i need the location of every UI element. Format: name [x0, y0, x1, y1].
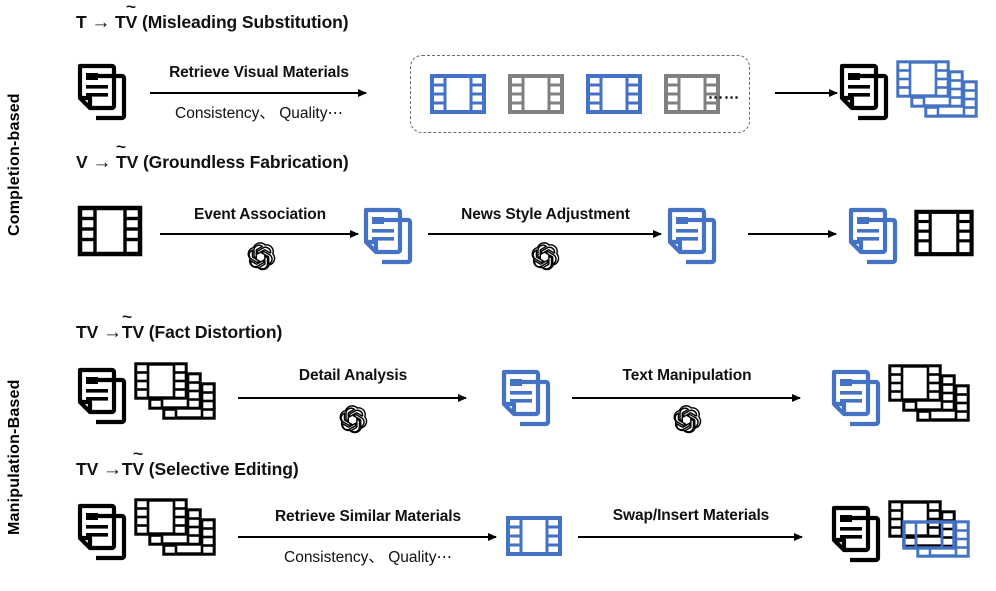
edge-text-manipulation: Text Manipulation: [572, 367, 802, 386]
openai-icon: [338, 404, 368, 434]
edge-retrieve-similar-materials: Retrieve Similar Materials: [238, 508, 498, 527]
edge-arrow: [572, 397, 800, 399]
row-title-arrow-icon: →: [102, 322, 122, 343]
row-title-suffix: (Groundless Fabrication): [142, 152, 349, 172]
edge-arrow: [238, 397, 466, 399]
edge-sublabel-wrap: Consistency、 Quality⋯: [150, 98, 368, 123]
openai-icon: [246, 241, 276, 271]
edge-label: Retrieve Similar Materials: [274, 508, 462, 525]
candidate-pool-ellipsis: ⋯⋯: [708, 89, 740, 106]
edge-label: Event Association: [193, 206, 327, 223]
film-blue-icon: [586, 74, 642, 114]
row-title-tilde-symbol: V: [132, 459, 144, 480]
edge-arrow: [775, 92, 837, 94]
doc-stack-black-icon: [74, 366, 136, 430]
row-title-arrow-icon: →: [92, 152, 112, 173]
film-stack-black-icon: [888, 364, 980, 426]
row-title-arrow-icon: →: [102, 459, 122, 480]
edge-retrieve-visual-materials: Retrieve Visual Materials: [150, 64, 368, 83]
row-title-prefix: TV: [76, 322, 99, 342]
film-stack-black-blue-icon: [888, 500, 980, 562]
doc-stack-black-icon: [836, 62, 898, 126]
edge-arrow: [238, 536, 496, 538]
openai-icon: [530, 241, 560, 271]
row-title-suffix: (Selective Editing): [148, 459, 299, 479]
film-black-icon: [913, 209, 975, 257]
film-blue-icon: [430, 74, 486, 114]
edge-label: Detail Analysis: [298, 367, 408, 384]
film-grey-icon: [508, 74, 564, 114]
edge-detail-analysis: Detail Analysis: [238, 367, 468, 386]
row-title-prefix: V: [76, 152, 88, 172]
doc-stack-blue-icon: [664, 206, 726, 270]
edge-label: Retrieve Visual Materials: [169, 64, 349, 81]
doc-stack-black-icon: [74, 62, 136, 126]
edge-arrow: [578, 536, 802, 538]
row-title-tilde-symbol: T: [122, 322, 133, 343]
edge-swap-insert-materials: Swap/Insert Materials: [578, 507, 804, 526]
doc-stack-blue-icon: [828, 368, 890, 432]
candidate-pool-container: [410, 55, 750, 133]
row-title-suffix: (Misleading Substitution): [141, 12, 349, 32]
film-black-icon: [77, 205, 143, 257]
edge-arrow: [428, 233, 661, 235]
openai-icon: [672, 404, 702, 434]
doc-stack-black-icon: [74, 502, 136, 566]
category-label-manipulation-based: Manipulation-Based: [2, 330, 28, 585]
row-title-arrow-icon: →: [91, 12, 111, 33]
film-stack-blue-icon: [896, 60, 988, 122]
doc-stack-blue-icon: [498, 368, 560, 432]
row-title-suffix: (Fact Distortion): [148, 322, 283, 342]
edge-sublabel: Consistency、 Quality⋯: [284, 549, 452, 566]
row-title-mid: T: [121, 459, 133, 479]
row-title-prefix: T: [76, 12, 87, 32]
doc-stack-blue-icon: [845, 206, 907, 270]
edge-news-style-adjustment: News Style Adjustment: [428, 206, 663, 225]
row-title-prefix: TV: [76, 459, 99, 479]
row-title-mid: T: [115, 12, 126, 32]
row-title-tilde-symbol: V: [126, 12, 138, 33]
row-title-selective-editing: TV →TV (Selective Editing): [76, 459, 299, 481]
row-title-tilde-symbol: T: [116, 152, 127, 173]
edge-arrow: [150, 92, 366, 94]
edge-sublabel: Consistency、 Quality⋯: [175, 105, 343, 122]
edge-label: News Style Adjustment: [461, 206, 630, 223]
category-label-completion-based: Completion-based: [2, 40, 28, 290]
doc-stack-blue-icon: [360, 206, 422, 270]
film-stack-black-icon: [134, 362, 226, 424]
row-title-after-tilde: V: [132, 322, 145, 342]
edge-arrow: [160, 233, 358, 235]
film-stack-black-icon: [134, 498, 226, 560]
row-title-groundless-fabrication: V → TTV (Groundless Fabrication): [76, 152, 349, 174]
edge-arrow: [748, 233, 836, 235]
row-title-misleading-substitution: T → TV (Misleading Substitution): [76, 12, 349, 34]
category-label-text: Completion-based: [6, 93, 23, 237]
row-title-after-tilde: V: [126, 152, 139, 172]
film-blue-icon: [506, 516, 562, 556]
row-title-fact-distortion: TV →TV (Fact Distortion): [76, 322, 282, 344]
edge-label: Text Manipulation: [622, 367, 752, 384]
category-label-text: Manipulation-Based: [6, 379, 23, 536]
edge-event-association: Event Association: [160, 206, 360, 225]
film-grey-icon: [664, 74, 720, 114]
edge-label: Swap/Insert Materials: [612, 507, 770, 524]
doc-stack-black-icon: [828, 504, 890, 568]
edge-sublabel-wrap: Consistency、 Quality⋯: [238, 542, 498, 567]
